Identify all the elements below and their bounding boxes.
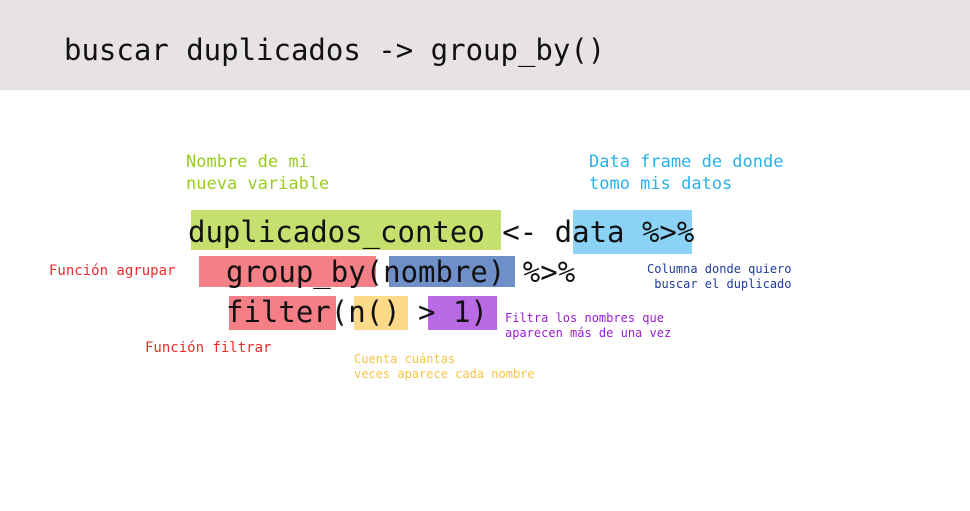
annotation-count-description: Cuenta cuántas veces aparece cada nombre [354, 352, 535, 381]
code-line-filter: filter(n() > 1) [226, 295, 488, 329]
annotation-filter-description: Filtra los nombres que aparecen más de u… [505, 311, 672, 340]
annotation-variable-name: Nombre de mi nueva variable [186, 152, 330, 194]
page-title: buscar duplicados -> group_by() [64, 33, 606, 67]
header-band [0, 0, 970, 90]
highlight-greater-than [428, 296, 497, 330]
code-line-group-by: group_by(nombre) %>% [226, 255, 576, 289]
highlight-variable-name [191, 210, 501, 250]
annotation-filter-function: Función filtrar [145, 340, 272, 356]
code-line-assignment: duplicados_conteo <- data %>% [188, 215, 695, 249]
highlight-group-column [389, 256, 515, 287]
highlight-filter-function [229, 296, 336, 330]
highlight-count [354, 296, 408, 330]
highlight-group-function [199, 256, 376, 287]
annotation-data-frame: Data frame de donde tomo mis datos [589, 152, 784, 194]
annotation-group-function: Función agrupar [49, 263, 176, 279]
annotation-group-column: Columna donde quiero buscar el duplicado [647, 262, 792, 291]
highlight-data-frame [573, 210, 692, 254]
